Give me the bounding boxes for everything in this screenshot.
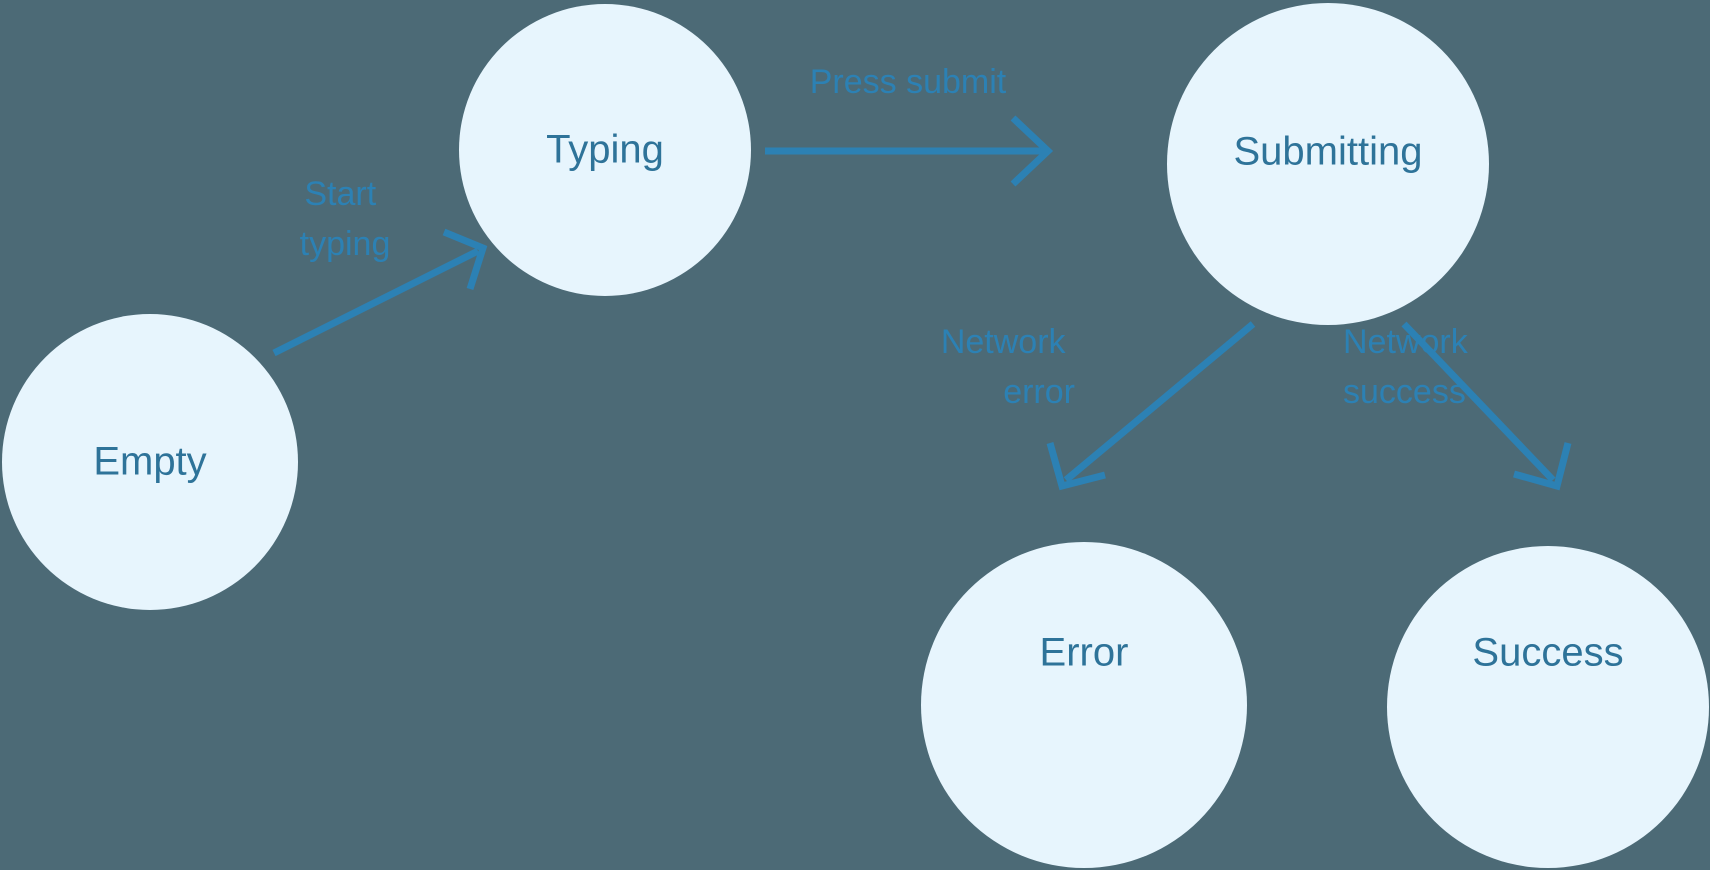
edge-typing-to-submitting: [765, 115, 1054, 187]
state-node-submitting-label: Submitting: [1234, 130, 1423, 174]
edge-empty-to-typing: [272, 228, 488, 357]
state-node-typing-circle[interactable]: [459, 4, 751, 296]
state-node-empty-circle[interactable]: [2, 314, 298, 610]
edge-label-typing-to-submitting: Press submit: [810, 63, 1007, 101]
state-node-success[interactable]: Success: [1387, 546, 1709, 868]
state-node-error-label: Error: [1040, 631, 1129, 675]
state-node-error[interactable]: Error: [921, 542, 1247, 868]
edge-submitting-to-error: [1046, 321, 1256, 491]
arrowhead-submitting-to-error: [1046, 442, 1106, 491]
state-node-error-circle[interactable]: [921, 542, 1247, 868]
arrowhead-empty-to-typing: [442, 228, 488, 291]
state-node-empty[interactable]: Empty: [2, 314, 298, 610]
edge-submitting-to-success: [1401, 321, 1572, 491]
edge-label-submitting-to-error: Network error: [941, 323, 1075, 411]
edge-line-empty-to-typing: [272, 247, 480, 357]
state-node-empty-label: Empty: [93, 440, 206, 484]
edge-line-submitting-to-success: [1401, 321, 1556, 483]
state-node-submitting-circle[interactable]: [1167, 3, 1489, 325]
edge-line-submitting-to-error: [1063, 321, 1256, 483]
edge-label-empty-to-typing: Start typing: [300, 175, 391, 263]
state-node-success-circle[interactable]: [1387, 546, 1709, 868]
state-node-typing[interactable]: Typing: [459, 4, 751, 296]
edge-label-submitting-to-success: Network success: [1343, 323, 1477, 411]
state-node-submitting[interactable]: Submitting: [1167, 3, 1489, 325]
state-node-typing-label: Typing: [546, 128, 664, 172]
state-node-success-label: Success: [1472, 631, 1623, 675]
arrowhead-typing-to-submitting: [1010, 115, 1054, 187]
arrowhead-submitting-to-success: [1513, 442, 1572, 491]
